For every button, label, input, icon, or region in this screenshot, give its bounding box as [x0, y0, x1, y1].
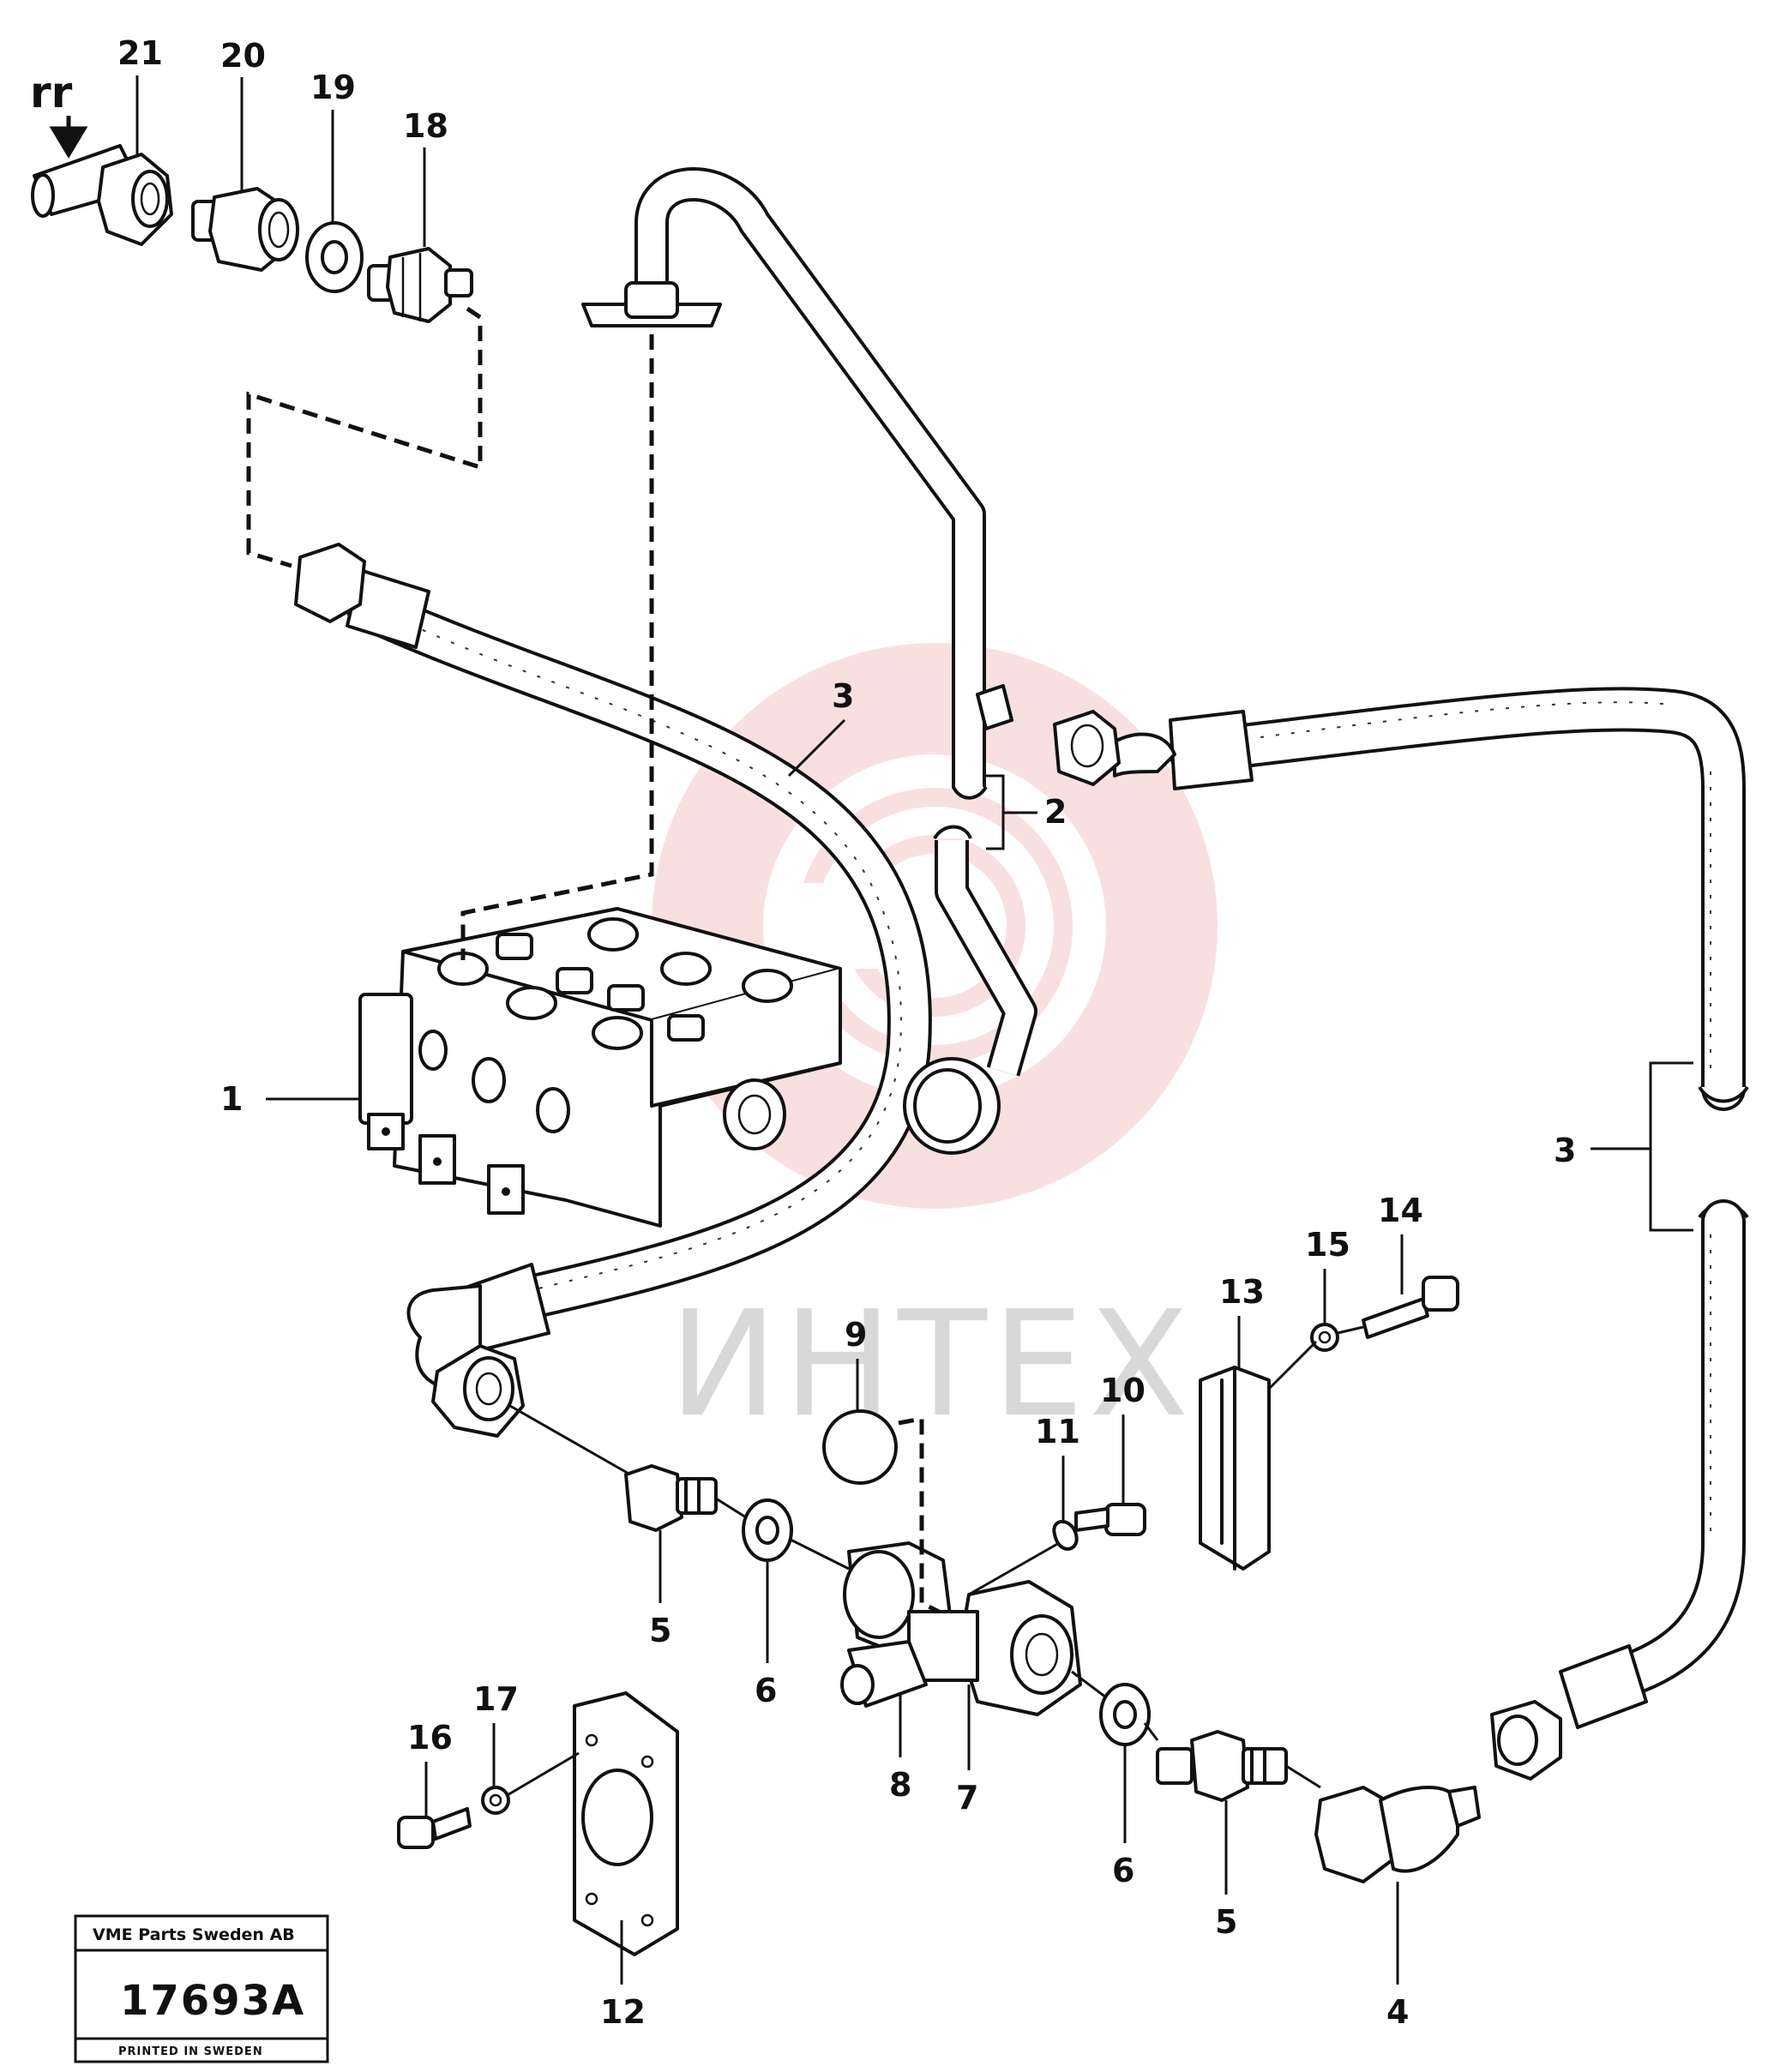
part-4-elbow: [1314, 1786, 1481, 1883]
fitting-chain-top: [31, 144, 473, 323]
dashed-link-18: [246, 306, 483, 568]
part-3-hose-right: [976, 684, 1749, 1781]
label-part-9: 9: [845, 1316, 867, 1354]
dashed-link-valve: [460, 334, 654, 960]
label-part-4: 4: [1386, 1993, 1409, 2031]
part-21-nut: [97, 153, 173, 246]
label-part-14: 14: [1378, 1192, 1423, 1229]
part-8-bleed-nipple: [840, 1640, 928, 1708]
watermark-text: ИНТЕХ: [669, 1280, 1194, 1450]
part-11-clip: [968, 1520, 1079, 1596]
label-part-10: 10: [1100, 1372, 1146, 1409]
label-part-12: 12: [600, 1993, 646, 2031]
part-18-nipple: [367, 247, 473, 323]
part-6-washer-left: [742, 1498, 793, 1562]
part-7-tee: [843, 1541, 1082, 1716]
label-part-20: 20: [220, 37, 266, 75]
label-part-15: 15: [1305, 1226, 1350, 1264]
label-part-7: 7: [956, 1779, 978, 1817]
part-16-bolt: [397, 1807, 472, 1849]
part-10-screw: [1074, 1503, 1146, 1536]
label-part-11: 11: [1035, 1413, 1080, 1450]
assembly-line-lower-mid: [715, 1497, 850, 1571]
part-labels: 21 20 19 18 1 3 2 3 4 5 6 8 7 9 10 11 6: [117, 34, 1693, 2031]
label-part-17: 17: [473, 1680, 519, 1718]
part-17-washer: [481, 1751, 580, 1815]
part-3-hose-left: [294, 543, 932, 1438]
label-part-1: 1: [220, 1080, 243, 1118]
part-20-adapter: [191, 187, 299, 272]
label-part-3-right: 3: [1554, 1132, 1576, 1169]
figure-tag-arrow: [49, 116, 88, 159]
label-part-5-left: 5: [649, 1612, 671, 1649]
title-block-printed: PRINTED IN SWEDEN: [118, 2045, 263, 2058]
assembly-line-lower-right: [1071, 1670, 1321, 1789]
label-part-21: 21: [117, 34, 163, 72]
label-part-3-upper: 3: [832, 677, 854, 715]
label-part-2: 2: [1044, 793, 1067, 831]
part-5-nipple-left: [624, 1464, 718, 1532]
title-block-company: VME Parts Sweden AB: [93, 1925, 295, 1944]
title-block: VME Parts Sweden AB 17693A PRINTED IN SW…: [74, 1914, 329, 2063]
label-part-6-left: 6: [755, 1672, 777, 1709]
assembly-line-bolt14: [1337, 1325, 1364, 1335]
part-19-washer: [305, 221, 364, 293]
label-part-19: 19: [310, 69, 356, 106]
figure-tag-label: rr: [30, 68, 73, 117]
assembly-line-lower-left: [509, 1404, 631, 1476]
part-9-plug: [822, 1409, 941, 1614]
label-part-13: 13: [1219, 1273, 1265, 1311]
label-part-5-right: 5: [1215, 1903, 1237, 1941]
label-part-18: 18: [403, 107, 448, 145]
part-14-bolt: [1362, 1276, 1459, 1339]
part-2-pipe: [581, 167, 1037, 1155]
part-1-control-valve: [358, 907, 842, 1228]
part-12-plate: [573, 1691, 679, 1956]
part-15-washer: [1310, 1323, 1339, 1352]
part-6-washer-right: [1099, 1683, 1151, 1746]
figure-tag: rr: [30, 68, 88, 159]
label-part-16: 16: [407, 1719, 453, 1757]
label-part-8: 8: [889, 1766, 911, 1804]
part-5-nipple-right: [1156, 1730, 1288, 1802]
title-block-drawing-number: 17693A: [120, 1977, 305, 2025]
assembly-line-clamp: [1267, 1340, 1318, 1390]
label-part-6-right: 6: [1112, 1852, 1134, 1889]
part-13-clamp: [1199, 1366, 1271, 1571]
